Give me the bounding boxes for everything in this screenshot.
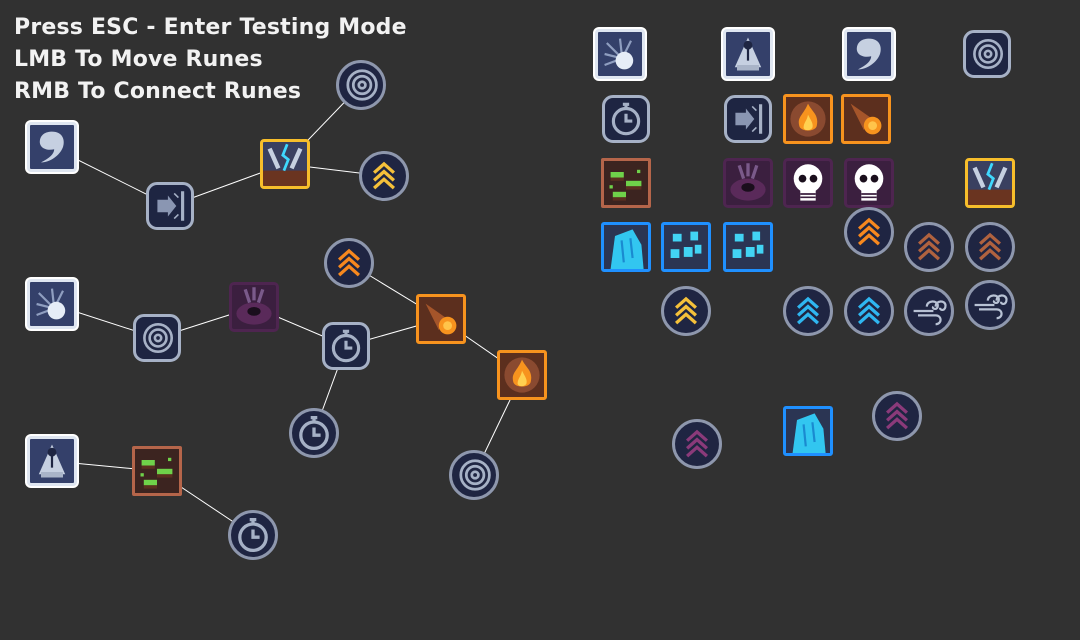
crystals-icon	[732, 231, 764, 258]
arrows-orange-icon	[858, 217, 880, 246]
skull-icon	[854, 164, 884, 201]
wind-icon	[974, 294, 1008, 320]
rune-burst[interactable]	[595, 29, 645, 79]
rune-fireball[interactable]	[416, 294, 466, 344]
rune-void[interactable]	[723, 158, 773, 208]
rune-burst[interactable]	[27, 279, 77, 329]
rune-fireball[interactable]	[841, 94, 891, 144]
lightning-icon	[263, 143, 307, 186]
comma-icon	[39, 131, 64, 163]
burst-icon	[604, 38, 634, 70]
rune-timer[interactable]	[322, 322, 370, 370]
rune-arrows-orange[interactable]	[324, 238, 374, 288]
rune-push[interactable]	[724, 95, 772, 143]
arrows-purple-icon	[886, 401, 908, 430]
rune-fire[interactable]	[497, 350, 547, 400]
crystals-icon	[670, 231, 702, 258]
vortex-icon	[973, 39, 1004, 69]
timer-icon	[611, 102, 641, 136]
rune-grass[interactable]	[132, 446, 182, 496]
arrows-blue-icon	[858, 296, 880, 325]
arrows-orange-icon	[338, 248, 360, 277]
timer-icon	[331, 329, 361, 363]
rune-skull[interactable]	[844, 158, 894, 208]
void-icon	[236, 287, 272, 325]
hood-icon	[38, 444, 66, 478]
arrows-yellow-icon	[675, 296, 697, 325]
fireball-icon	[850, 103, 882, 135]
instructions-panel: Press ESC - Enter Testing Mode LMB To Mo…	[14, 12, 407, 108]
vortex-icon	[346, 69, 378, 101]
rune-arrows-blue[interactable]	[783, 286, 833, 336]
arrows-yellow-icon	[373, 161, 395, 190]
vortex-icon	[143, 323, 174, 353]
grass-icon	[609, 169, 642, 201]
timer-icon	[299, 415, 329, 451]
vortex-icon	[459, 459, 491, 491]
rune-push[interactable]	[146, 182, 194, 230]
timer-icon	[238, 517, 268, 553]
rune-ice[interactable]	[783, 406, 833, 456]
rune-wind[interactable]	[904, 286, 954, 336]
rune-crystals[interactable]	[723, 222, 773, 272]
rune-lightning[interactable]	[260, 139, 310, 189]
rune-timer[interactable]	[228, 510, 278, 560]
rune-timer[interactable]	[602, 95, 650, 143]
rune-arrows-purple[interactable]	[672, 419, 722, 469]
rune-vortex[interactable]	[133, 314, 181, 362]
instruction-move-runes: LMB To Move Runes	[14, 47, 263, 72]
ice-icon	[792, 413, 826, 453]
rune-skull[interactable]	[783, 158, 833, 208]
arrows-brown-icon	[979, 232, 1001, 261]
rune-void[interactable]	[229, 282, 279, 332]
wind-icon	[913, 300, 947, 326]
rune-lightning[interactable]	[965, 158, 1015, 208]
rune-arrows-brown[interactable]	[965, 222, 1015, 272]
fire-icon	[504, 357, 540, 393]
rune-comma[interactable]	[844, 29, 894, 79]
void-icon	[730, 163, 766, 201]
skull-icon	[793, 164, 823, 201]
rune-ice[interactable]	[601, 222, 651, 272]
push-icon	[735, 104, 763, 134]
rune-arrows-brown[interactable]	[904, 222, 954, 272]
push-icon	[157, 191, 185, 221]
rune-arrows-blue[interactable]	[844, 286, 894, 336]
lightning-icon	[968, 162, 1012, 205]
rune-arrows-yellow[interactable]	[661, 286, 711, 336]
rune-fire[interactable]	[783, 94, 833, 144]
rune-vortex[interactable]	[963, 30, 1011, 78]
arrows-brown-icon	[918, 232, 940, 261]
rune-arrows-purple[interactable]	[872, 391, 922, 441]
instruction-testing-mode: Press ESC - Enter Testing Mode	[14, 15, 407, 40]
rune-wind[interactable]	[965, 280, 1015, 330]
fire-icon	[790, 101, 826, 137]
rune-vortex[interactable]	[449, 450, 499, 500]
rune-arrows-orange[interactable]	[844, 207, 894, 257]
comma-icon	[856, 38, 881, 70]
rune-hood[interactable]	[723, 29, 773, 79]
grass-icon	[140, 457, 173, 489]
rune-arrows-yellow[interactable]	[359, 151, 409, 201]
rune-hood[interactable]	[27, 436, 77, 486]
instruction-connect-runes: RMB To Connect Runes	[14, 79, 302, 104]
rune-timer[interactable]	[289, 408, 339, 458]
ice-icon	[610, 229, 644, 269]
arrows-blue-icon	[797, 296, 819, 325]
rune-vortex[interactable]	[336, 60, 386, 110]
burst-icon	[36, 288, 66, 320]
arrows-purple-icon	[686, 429, 708, 458]
rune-crystals[interactable]	[661, 222, 711, 272]
rune-grass[interactable]	[601, 158, 651, 208]
hood-icon	[734, 37, 762, 71]
rune-comma[interactable]	[27, 122, 77, 172]
fireball-icon	[425, 303, 457, 335]
